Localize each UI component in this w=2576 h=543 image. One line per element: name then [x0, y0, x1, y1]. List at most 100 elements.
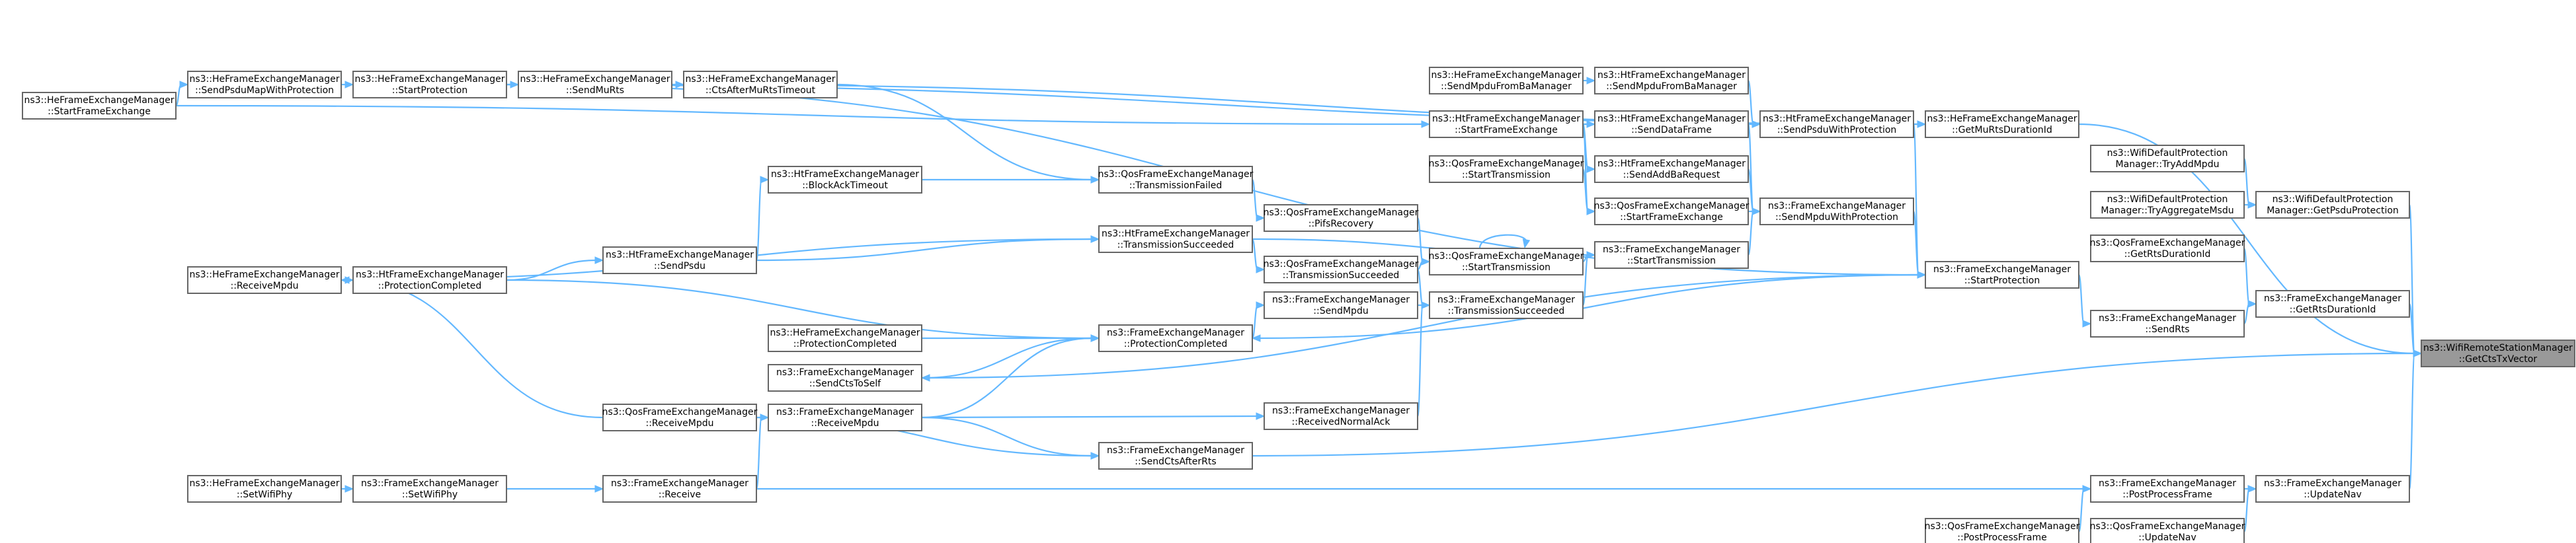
- node-ht-fem-send-psdu-wp[interactable]: ns3::HtFrameExchangeManager::SendPsduWit…: [1759, 110, 1914, 138]
- node-box: [1925, 261, 2079, 289]
- node-label-line2: ::GetRtsDurationId: [2124, 249, 2211, 260]
- node-he-fem-set-wifi-phy[interactable]: ns3::HeFrameExchangeManager::SetWifiPhy: [187, 475, 342, 503]
- node-label-line1: ns3::FrameExchangeManager: [1107, 445, 1244, 456]
- node-fem-update-nav[interactable]: ns3::FrameExchangeManager::UpdateNav: [2255, 475, 2410, 503]
- edge-qfem-tx-succ-to-qfem-start-tx: [1417, 258, 1431, 271]
- node-label-line2: ::TransmissionSucceeded: [1283, 270, 1400, 281]
- node-ht-fem-send-data[interactable]: ns3::HtFrameExchangeManager::SendDataFra…: [1594, 110, 1749, 138]
- node-box: [1429, 248, 1584, 275]
- node-label-line1: ns3::FrameExchangeManager: [1272, 406, 1410, 416]
- node-label-line2: ::GetRtsDurationId: [2290, 305, 2376, 315]
- node-fem-post-process[interactable]: ns3::FrameExchangeManager::PostProcessFr…: [2090, 475, 2245, 503]
- node-box: [768, 166, 922, 194]
- edge-fem-update-nav-to-target: [2408, 349, 2423, 490]
- node-fem-send-cts-after-rts[interactable]: ns3::FrameExchangeManager::SendCtsAfterR…: [1098, 442, 1253, 470]
- node-box: [1264, 291, 1418, 319]
- node-ht-fem-send-mpdu-ba[interactable]: ns3::HtFrameExchangeManager::SendMpduFro…: [1594, 67, 1749, 94]
- node-qfem-update-nav[interactable]: ns3::QosFrameExchangeManager::UpdateNav: [2090, 518, 2245, 543]
- node-fem-start-tx[interactable]: ns3::FrameExchangeManager::StartTransmis…: [1594, 241, 1749, 269]
- node-label-line2: ::SendCtsToSelf: [809, 379, 881, 389]
- edge-fem-start-prot-to-fem-send-cts-to-self: [920, 273, 1926, 382]
- node-label-line1: ns3::WifiDefaultProtection: [2107, 194, 2228, 205]
- node-he-fem-prot-compl[interactable]: ns3::HeFrameExchangeManager::ProtectionC…: [768, 324, 922, 352]
- edge-fem-send-mpdu-wp-to-fem-start-prot: [1912, 210, 1927, 279]
- node-label-line1: ns3::QosFrameExchangeManager: [602, 407, 758, 417]
- node-label-line1: ns3::HtFrameExchangeManager: [1432, 114, 1580, 124]
- node-label-line2: ::StartProtection: [1964, 275, 2040, 286]
- node-box: [683, 71, 838, 98]
- node-qfem-post-process[interactable]: ns3::QosFrameExchangeManager::PostProces…: [1925, 518, 2080, 543]
- node-he-fem-send-psdu-map[interactable]: ns3::HeFrameExchangeManager::SendPsduMap…: [187, 71, 342, 98]
- node-label-line1: ns3::FrameExchangeManager: [2099, 313, 2236, 324]
- node-label-line2: ::Receive: [659, 489, 701, 500]
- node-wdp-get-psdu[interactable]: ns3::WifiDefaultProtectionManager::GetPs…: [2255, 191, 2410, 219]
- node-ht-fem-prot-compl[interactable]: ns3::HtFrameExchangeManager::ProtectionC…: [352, 266, 507, 294]
- node-qfem-pifs-rec[interactable]: ns3::QosFrameExchangeManager::PifsRecove…: [1264, 204, 1419, 232]
- node-he-fem-start-prot[interactable]: ns3::HeFrameExchangeManager::StartProtec…: [352, 71, 507, 98]
- node-qfem-tx-succ[interactable]: ns3::QosFrameExchangeManager::Transmissi…: [1264, 256, 1419, 283]
- node-label-line2: ::PifsRecovery: [1308, 219, 1374, 229]
- node-he-fem-get-mu-rts[interactable]: ns3::HeFrameExchangeManager::GetMuRtsDur…: [1925, 110, 2079, 138]
- node-fem-send-rts[interactable]: ns3::FrameExchangeManager::SendRts: [2090, 310, 2245, 338]
- node-qfem-start-fe[interactable]: ns3::QosFrameExchangeManager::StartFrame…: [1594, 198, 1750, 225]
- node-label-line2: ::ReceiveMpdu: [231, 281, 299, 291]
- node-wdp-try-agg[interactable]: ns3::WifiDefaultProtectionManager::TryAg…: [2090, 191, 2245, 219]
- node-box: [1594, 198, 1749, 225]
- node-he-fem-send-mu-rts[interactable]: ns3::HeFrameExchangeManager::SendMuRts: [518, 71, 672, 98]
- node-qfem-start-tx[interactable]: ns3::QosFrameExchangeManager::StartTrans…: [1429, 248, 1584, 275]
- node-box: [768, 324, 922, 352]
- node-qfem-recv-mpdu[interactable]: ns3::QosFrameExchangeManager::ReceiveMpd…: [602, 404, 758, 431]
- node-qfem-get-rts[interactable]: ns3::QosFrameExchangeManager::GetRtsDura…: [2090, 235, 2245, 262]
- node-box: [1098, 225, 1253, 253]
- node-he-fem-send-mpdu-ba[interactable]: ns3::HeFrameExchangeManager::SendMpduFro…: [1429, 67, 1584, 94]
- node-box: [352, 266, 507, 294]
- node-label-line1: ns3::HeFrameExchangeManager: [354, 74, 504, 85]
- node-box: [187, 475, 342, 503]
- node-box: [1594, 155, 1749, 183]
- node-fem-set-wifi-phy[interactable]: ns3::FrameExchangeManager::SetWifiPhy: [352, 475, 507, 503]
- node-ht-fem-tx-succ[interactable]: ns3::HtFrameExchangeManager::Transmissio…: [1098, 225, 1253, 253]
- node-qfem-start-tx2[interactable]: ns3::QosFrameExchangeManager::StartTrans…: [1429, 155, 1584, 183]
- node-fem-recv-normal-ack[interactable]: ns3::FrameExchangeManager::ReceivedNorma…: [1264, 402, 1418, 430]
- node-he-fem-recv-mpdu[interactable]: ns3::HeFrameExchangeManager::ReceiveMpdu: [187, 266, 342, 294]
- node-label-line1: ns3::FrameExchangeManager: [1603, 244, 1740, 255]
- node-label-line2: ::CtsAfterMuRtsTimeout: [705, 85, 816, 96]
- node-fem-prot-compl[interactable]: ns3::FrameExchangeManager::ProtectionCom…: [1098, 324, 1253, 352]
- node-ht-fem-block-ack-to[interactable]: ns3::HtFrameExchangeManager::BlockAckTim…: [768, 166, 922, 194]
- node-ht-fem-send-psdu[interactable]: ns3::HtFrameExchangeManager::SendPsdu: [602, 246, 757, 274]
- edge-he-fem-send-mu-rts-to-he-fem-cts-after-mu-rts-to: [671, 81, 685, 89]
- node-box: [187, 71, 342, 98]
- node-label-line1: ns3::HtFrameExchangeManager: [1763, 114, 1911, 124]
- node-ht-fem-start-fe[interactable]: ns3::HtFrameExchangeManager::StartFrameE…: [1429, 110, 1584, 138]
- node-fem-receive[interactable]: ns3::FrameExchangeManager::Receive: [602, 475, 757, 503]
- node-fem-start-prot[interactable]: ns3::FrameExchangeManager::StartProtecti…: [1925, 261, 2079, 289]
- node-box: [1098, 324, 1253, 352]
- node-ht-fem-send-add-ba[interactable]: ns3::HtFrameExchangeManager::SendAddBaRe…: [1594, 155, 1749, 183]
- node-box: [602, 404, 757, 431]
- node-label-line2: ::PostProcessFrame: [2122, 489, 2212, 500]
- node-he-fem-start-fe[interactable]: ns3::HeFrameExchangeManager::StartFrameE…: [22, 92, 177, 120]
- node-fem-tx-succ[interactable]: ns3::FrameExchangeManager::TransmissionS…: [1429, 291, 1584, 319]
- node-fem-get-rts[interactable]: ns3::FrameExchangeManager::GetRtsDuratio…: [2255, 290, 2410, 318]
- node-he-fem-cts-after-mu-rts-to[interactable]: ns3::HeFrameExchangeManager::CtsAfterMuR…: [683, 71, 838, 98]
- edge-ht-fem-prot-compl-to-ht-fem-send-psdu: [506, 256, 604, 281]
- node-box: [1759, 198, 1914, 225]
- edge-fem-start-prot-to-fem-send-rts: [2077, 273, 2092, 328]
- edge-fem-send-rts-to-fem-get-rts: [2243, 300, 2257, 325]
- node-qfem-tx-failed[interactable]: ns3::QosFrameExchangeManager::Transmissi…: [1098, 166, 1254, 194]
- edge-qfem-recv-mpdu-to-he-fem-recv-mpdu: [340, 276, 604, 419]
- node-label-line2: ::SendMuRts: [566, 85, 624, 96]
- node-label-line2: ::SendMpduFromBaManager: [1441, 81, 1572, 92]
- node-box: [1429, 67, 1584, 94]
- node-wdp-try-add-mpdu[interactable]: ns3::WifiDefaultProtectionManager::TryAd…: [2090, 145, 2245, 172]
- node-label-line2: ::SetWifiPhy: [402, 489, 458, 500]
- node-label-line2: ::SendDataFrame: [1631, 125, 1712, 135]
- node-fem-send-cts-to-self[interactable]: ns3::FrameExchangeManager::SendCtsToSelf: [768, 364, 922, 392]
- node-target[interactable]: ns3::WifiRemoteStationManager::GetCtsTxV…: [2421, 340, 2575, 367]
- edge-he-fem-start-prot-to-he-fem-send-mu-rts: [506, 81, 520, 89]
- node-box: [602, 475, 757, 503]
- node-fem-recv-mpdu[interactable]: ns3::FrameExchangeManager::ReceiveMpdu: [768, 404, 922, 431]
- node-fem-send-mpdu[interactable]: ns3::FrameExchangeManager::SendMpdu: [1264, 291, 1418, 319]
- node-fem-send-mpdu-wp[interactable]: ns3::FrameExchangeManager::SendMpduWithP…: [1759, 198, 1914, 225]
- edge-fem-receive-to-fem-post-process: [756, 485, 2092, 493]
